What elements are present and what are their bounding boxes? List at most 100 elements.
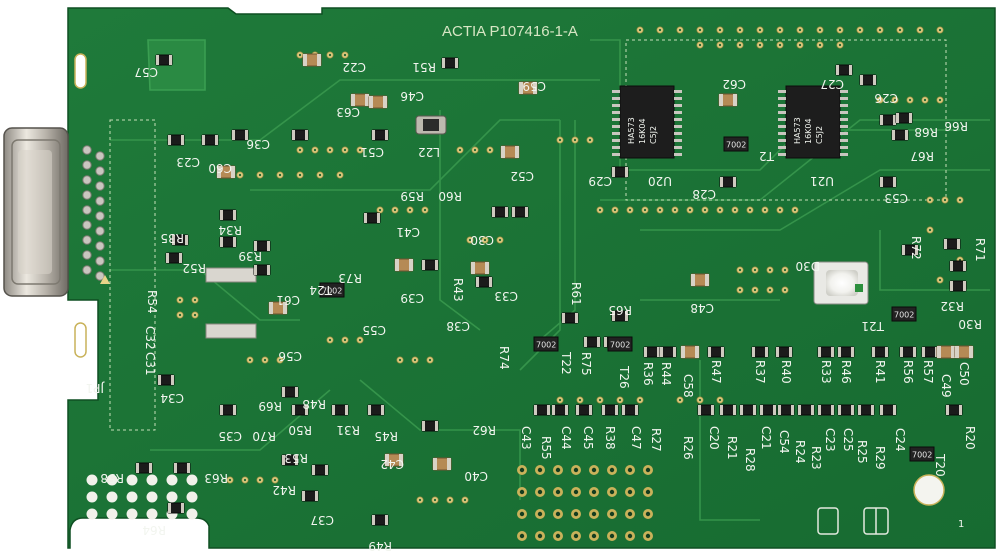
via-hole [343, 148, 347, 152]
via-hole [793, 208, 797, 212]
via-hole [193, 298, 197, 302]
label-R53: R53 [284, 451, 308, 465]
ic-pin [674, 118, 682, 121]
ic-pin [612, 125, 620, 128]
via-hole [778, 208, 782, 212]
svg-text:C5J2: C5J2 [649, 126, 658, 144]
label-R42: R42 [272, 483, 296, 497]
via-hole [703, 208, 707, 212]
label-R38: R38 [603, 426, 617, 450]
transistor [723, 136, 749, 152]
via-hole [688, 208, 692, 212]
via-hole [338, 173, 342, 177]
resistor-end [831, 405, 834, 415]
via-hole [938, 98, 942, 102]
ic-pin [840, 111, 848, 114]
header-hole [627, 511, 633, 517]
led-d30 [813, 261, 869, 305]
label-T21: T21 [861, 319, 885, 333]
label-C24: C24 [893, 428, 907, 452]
via-hole [818, 28, 822, 32]
capacitor-end [533, 82, 537, 94]
label-R72: R72 [909, 236, 923, 260]
ic-pin [674, 153, 682, 156]
resistor-end [292, 405, 295, 415]
resistor-end [368, 405, 371, 415]
via-hole [473, 148, 477, 152]
capacitor-end [399, 454, 403, 466]
label-C52: C52 [510, 169, 534, 183]
ic-pin [778, 111, 786, 114]
via-hole [758, 43, 762, 47]
header-hole [609, 467, 615, 473]
label-R69: R69 [258, 399, 282, 413]
white-pad [86, 491, 98, 503]
connector-pin [82, 190, 92, 200]
connector-pin [95, 196, 105, 206]
label-R54: R54 [145, 290, 159, 314]
via-hole [798, 28, 802, 32]
label-R50: R50 [288, 423, 312, 437]
resistor-end [282, 387, 285, 397]
label-T22: T22 [559, 351, 573, 375]
resistor-end [597, 337, 600, 347]
resistor-end [851, 347, 854, 357]
white-pad [186, 508, 198, 520]
label-R48: R48 [302, 397, 326, 411]
resistor-end [174, 463, 177, 473]
resistor-end [622, 405, 625, 415]
label-C55: C55 [362, 323, 386, 337]
via-hole [798, 43, 802, 47]
resistor-end [489, 277, 492, 287]
resistor-end [220, 210, 223, 220]
via-hole [858, 28, 862, 32]
resistor-end [760, 405, 763, 415]
capacitor-end [937, 346, 941, 358]
via-hole [928, 198, 932, 202]
resistor-end [215, 135, 218, 145]
capacitor-end [519, 82, 523, 94]
via-hole [488, 148, 492, 152]
via-hole [613, 208, 617, 212]
label-R25: R25 [855, 440, 869, 464]
header-hole [519, 533, 525, 539]
resistor-end [381, 405, 384, 415]
via-hole [178, 298, 182, 302]
label-C40: C40 [464, 469, 488, 483]
via-hole [413, 358, 417, 362]
header-hole [609, 533, 615, 539]
label-C39: C39 [400, 291, 424, 305]
ic-pin [778, 118, 786, 121]
via-hole [343, 338, 347, 342]
label-R24: R24 [793, 440, 807, 464]
via-hole [748, 208, 752, 212]
mounting-slot [74, 53, 87, 89]
label-C51: C51 [360, 145, 384, 159]
ic-pin [778, 132, 786, 135]
resistor-end [232, 130, 235, 140]
resistor-end [422, 260, 425, 270]
via-hole [258, 478, 262, 482]
resistor-end [957, 239, 960, 249]
header-hole [627, 533, 633, 539]
connector-pin [82, 205, 92, 215]
resistor-end [733, 405, 736, 415]
resistor-end [765, 347, 768, 357]
white-pad [126, 491, 138, 503]
label-R45: R45 [374, 429, 398, 443]
label-C63: C63 [336, 105, 360, 119]
resistor-end [422, 421, 425, 431]
resistor-end [915, 245, 918, 255]
white-pad [106, 474, 118, 486]
resistor-end [625, 167, 628, 177]
header-hole [591, 489, 597, 495]
resistor-end [818, 405, 821, 415]
via-hole [428, 358, 432, 362]
svg-text:HA573: HA573 [627, 117, 636, 144]
label-R39: R39 [238, 249, 262, 263]
board-title: ACTIA P107416-1-A [442, 23, 578, 40]
capacitor-end [395, 259, 399, 271]
transistor [533, 336, 559, 352]
label-C25: C25 [841, 428, 855, 452]
header-hole [537, 467, 543, 473]
